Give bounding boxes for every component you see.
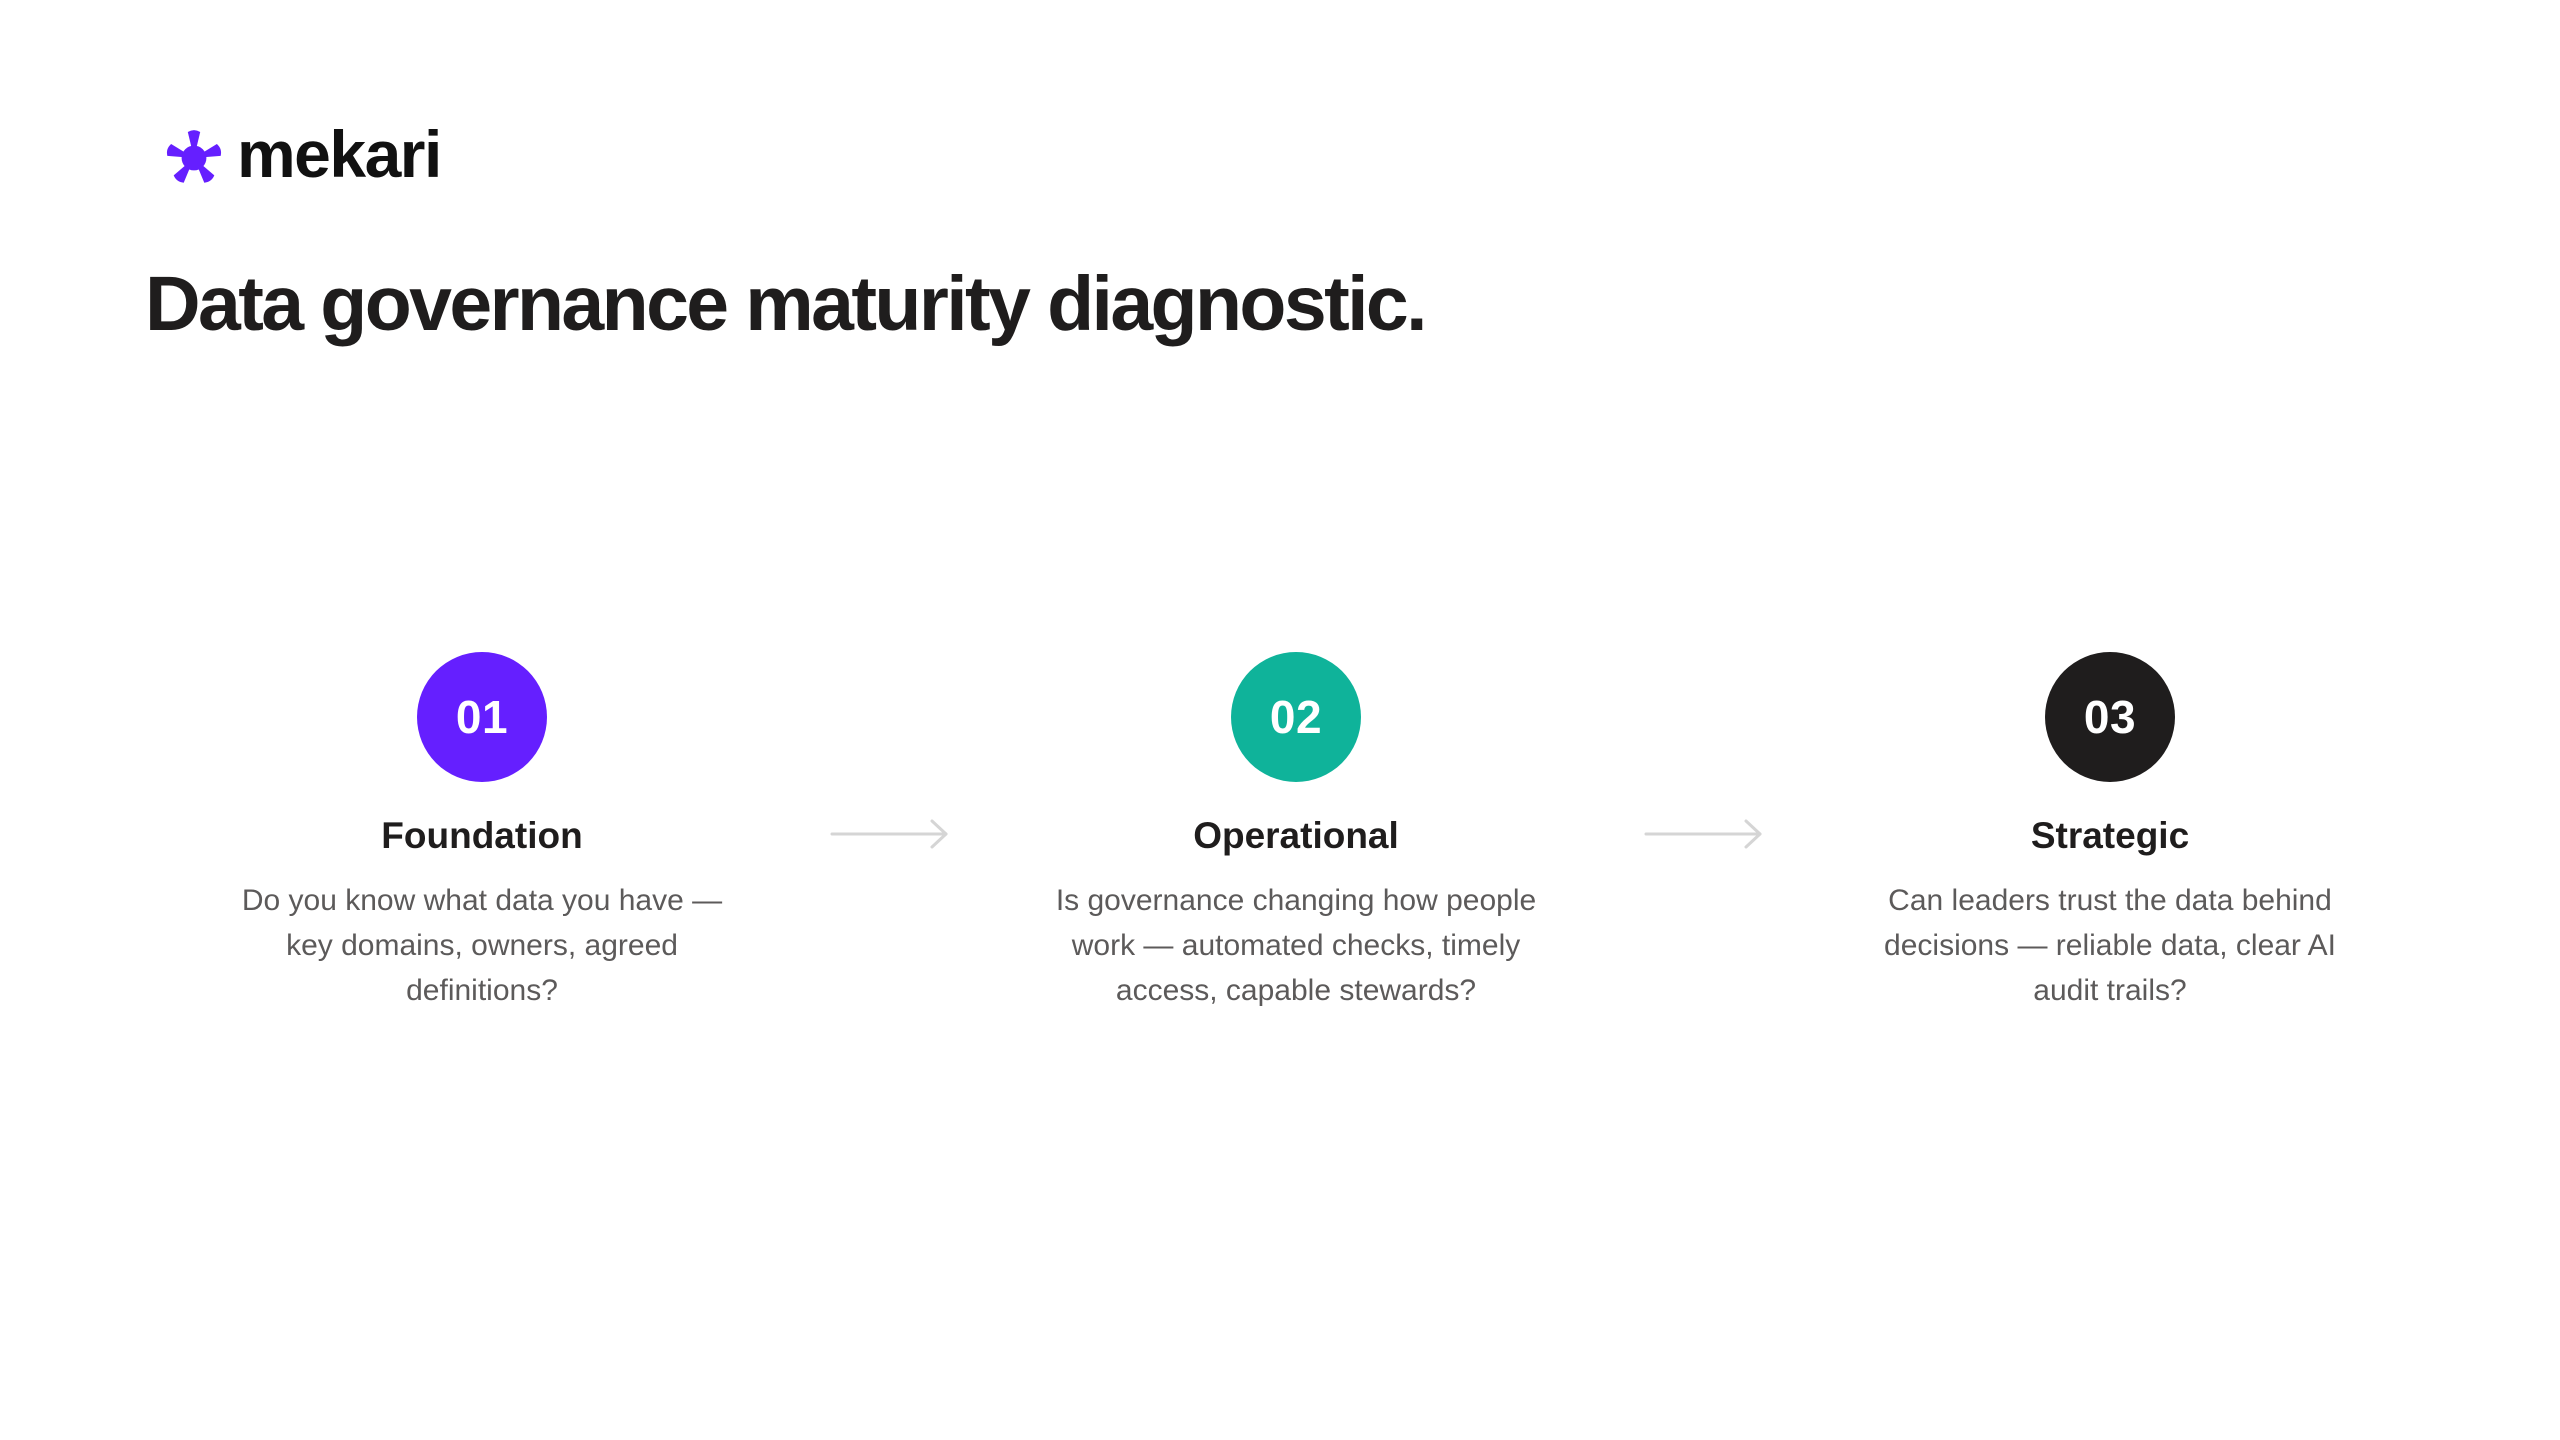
step-description: Can leaders trust the data behind decisi…: [1884, 884, 2336, 1008]
step-card-operational: 02 Operational Is governance changing ho…: [996, 652, 1596, 1013]
step-description: Is governance changing how people work —…: [1055, 884, 1537, 1008]
brand-logo: mekari: [163, 117, 442, 198]
step-title: Operational: [1193, 815, 1399, 856]
step-description: Do you know what data you have — key dom…: [241, 884, 723, 1008]
step-card-foundation: 01 Foundation Do you know what data you …: [182, 652, 782, 1013]
page-title: Data governance maturity diagnostic.: [145, 261, 1428, 347]
asterisk-star-icon: [166, 130, 222, 183]
step-number-badge: 03: [2045, 652, 2175, 782]
arrow-right-icon: [830, 819, 948, 849]
arrow-right-icon: [1644, 819, 1762, 849]
brand-wordmark: mekari: [237, 117, 442, 191]
step-card-strategic: 03 Strategic Can leaders trust the data …: [1810, 652, 2410, 1013]
step-number-badge: 02: [1231, 652, 1361, 782]
step-title: Strategic: [2030, 815, 2190, 856]
step-number-badge: 01: [417, 652, 547, 782]
step-title: Foundation: [381, 815, 583, 856]
